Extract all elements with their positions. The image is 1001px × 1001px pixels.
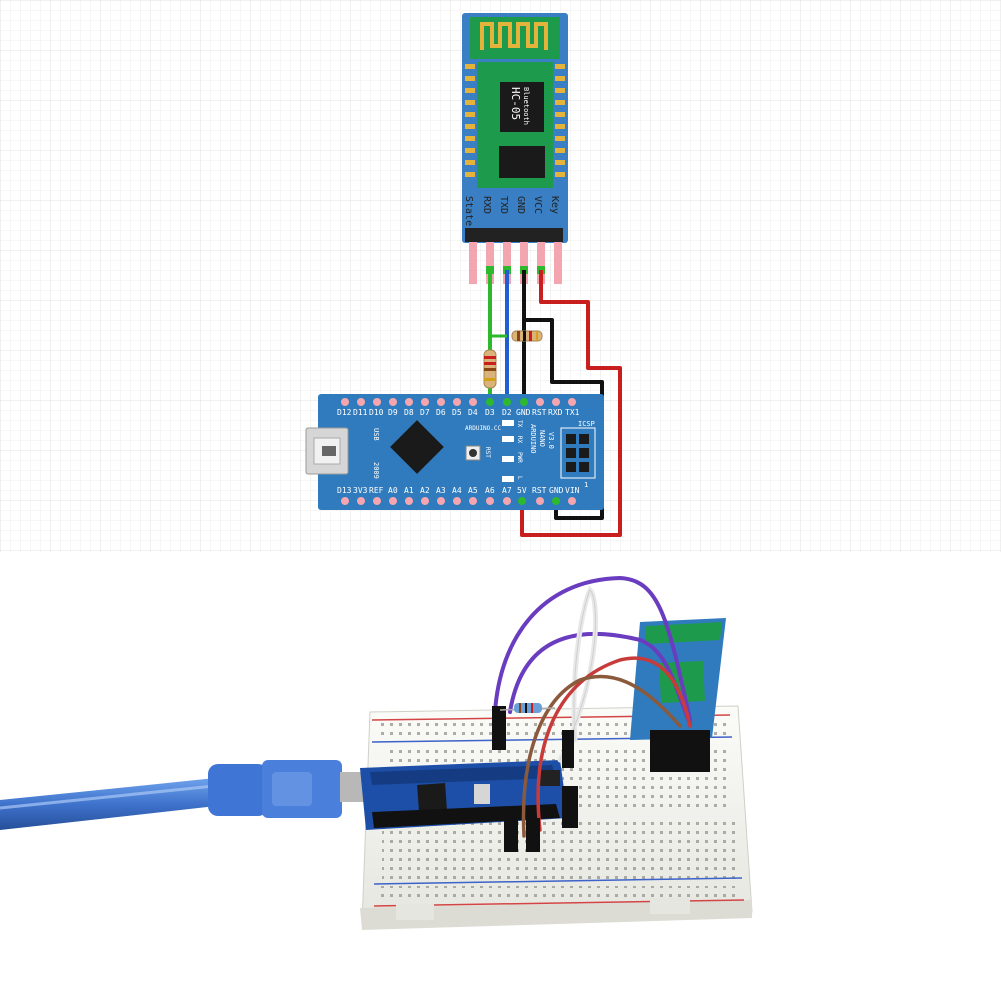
- nano-name-line2: NANO: [538, 430, 546, 447]
- nano-led-label-tx: TX: [516, 420, 523, 428]
- nano-led-label-pwr: PWR: [516, 452, 523, 463]
- nano-top-pin-label: TX1: [565, 408, 580, 417]
- resistor-horizontal: [511, 330, 543, 342]
- nano-reset-button-cap: [469, 449, 477, 457]
- nano-bottom-pin-label: D13: [337, 486, 352, 495]
- nano-pin1-label: 1: [584, 481, 588, 489]
- nano-mcu-chip: [390, 420, 444, 474]
- arduino-nano-board: D12 D11 D10 D9 D8 D7 D6 D5 D4 D3 D2 GND …: [305, 394, 604, 510]
- nano-on-breadboard: [360, 760, 568, 830]
- hc05-chip-title: HC-05: [509, 87, 522, 120]
- nano-top-pin-label: D8: [404, 408, 414, 417]
- nano-top-pin-label: D11: [353, 408, 368, 417]
- hc05-header: [465, 228, 563, 284]
- breadboard-photo: [0, 552, 1001, 1001]
- nano-top-pin-label: D4: [468, 408, 478, 417]
- hc05-chip-subtitle: Bluetooth: [522, 87, 530, 125]
- nano-bottom-pin-label: 3V3: [353, 486, 368, 495]
- nano-top-pin-label: RXD: [548, 408, 563, 417]
- nano-top-pin-label: D5: [452, 408, 462, 417]
- nano-icsp-label: ICSP: [578, 420, 595, 428]
- hc05-pin-label-gnd: GND: [515, 196, 526, 214]
- wire-vcc-red: [520, 270, 622, 537]
- resistor-on-breadboard: [499, 703, 556, 713]
- wiring-diagram: HC-05 Bluetooth State RXD TXD GND VCC Ke…: [0, 0, 1001, 552]
- nano-usb-connector: [305, 427, 349, 475]
- nano-arduino-cc: ARDUINO.CC: [465, 425, 502, 432]
- nano-top-pin-label: D6: [436, 408, 446, 417]
- nano-pcb: [318, 394, 604, 510]
- hc05-chip: [500, 82, 544, 132]
- hc05-pin-label-rxd: RXD: [481, 196, 492, 214]
- nano-bottom-pin-label: A3: [436, 486, 446, 495]
- nano-top-pin-label: D3: [485, 408, 495, 417]
- nano-top-pin-label: D7: [420, 408, 430, 417]
- nano-bottom-pin-label: VIN: [565, 486, 580, 495]
- nano-bottom-pin-label: REF: [369, 486, 384, 495]
- nano-name-line3: V3.0: [547, 432, 555, 449]
- nano-bottom-pin-label: 5V: [517, 486, 527, 495]
- hc05-antenna-trace: [480, 22, 548, 50]
- nano-bottom-pin-label: A6: [485, 486, 495, 495]
- nano-bottom-pin-label: A4: [452, 486, 462, 495]
- nano-usb-label: USB: [372, 428, 380, 441]
- nano-top-labels: D12 D11 D10 D9 D8 D7 D6 D5 D4 D3 D2 GND …: [337, 408, 580, 417]
- hc05-pin-label-state: State: [463, 196, 474, 226]
- hc05-pin-label-key: Key: [549, 196, 560, 214]
- hc05-second-chip: [499, 146, 545, 178]
- nano-bottom-pin-label: A1: [404, 486, 414, 495]
- nano-bottom-pin-label: A5: [468, 486, 478, 495]
- nano-led-label-l: L: [516, 476, 523, 480]
- nano-top-pin-label: RST: [532, 408, 547, 417]
- nano-bottom-labels: D13 3V3 REF A0 A1 A2 A3 A4 A5 A6 A7 5V R…: [337, 486, 580, 495]
- nano-led-label-rx: RX: [516, 436, 523, 444]
- nano-top-pin-label: D9: [388, 408, 398, 417]
- nano-icsp-header: [560, 427, 596, 479]
- hc05-module: HC-05 Bluetooth State RXD TXD GND VCC Ke…: [462, 13, 568, 284]
- nano-leds: [502, 420, 514, 482]
- nano-rst-label: RST: [484, 447, 491, 458]
- nano-top-pin-label: D2: [502, 408, 512, 417]
- nano-bottom-pin-label: A2: [420, 486, 430, 495]
- usb-cable: [0, 760, 366, 830]
- nano-year-label: 2009: [372, 462, 380, 479]
- jumper-wires: [492, 575, 692, 852]
- nano-top-pin-label: D12: [337, 408, 352, 417]
- hc05-pin-label-vcc: VCC: [532, 196, 543, 214]
- nano-top-pin-label: GND: [516, 408, 531, 417]
- nano-top-pin-label: D10: [369, 408, 384, 417]
- hc05-pin-label-txd: TXD: [498, 196, 509, 214]
- nano-bottom-pads: [341, 497, 576, 505]
- wire-gnd-black: [522, 270, 604, 520]
- resistor-vertical: [483, 349, 497, 389]
- nano-top-pads: [341, 398, 576, 406]
- nano-name-line1: ARDUINO: [529, 424, 537, 454]
- hc05-side-pads: [465, 64, 565, 177]
- nano-bottom-pin-label: GND: [549, 486, 564, 495]
- nano-bottom-pin-label: RST: [532, 486, 547, 495]
- nano-bottom-pin-label: A7: [502, 486, 512, 495]
- nano-bottom-pin-label: A0: [388, 486, 398, 495]
